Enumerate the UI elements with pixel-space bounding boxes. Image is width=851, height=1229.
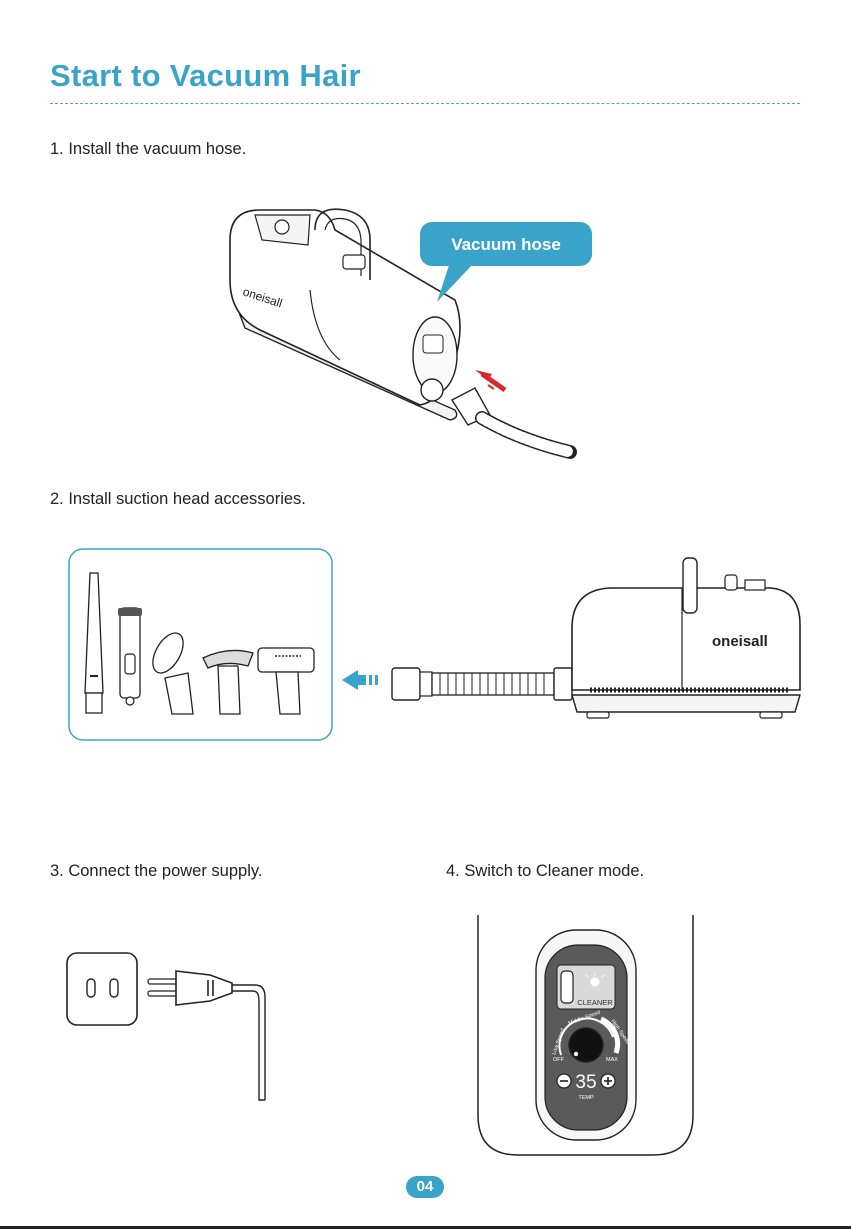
red-arrow-icon: [475, 370, 505, 390]
power-plug-icon: [148, 971, 265, 1100]
title-divider: [50, 103, 800, 104]
speed-dial-knob[interactable]: [569, 1028, 603, 1062]
blue-arrow-icon: [340, 668, 385, 692]
step-4-text: 4. Switch to Cleaner mode.: [446, 862, 644, 881]
step-3-text: 3. Connect the power supply.: [50, 862, 263, 881]
page-number: 04: [406, 1176, 444, 1198]
callout-vacuum-hose: Vacuum hose: [415, 222, 595, 312]
temp-label: TEMP: [578, 1095, 594, 1101]
mode-label: CLEANER: [577, 998, 613, 1007]
figure-power-supply: [60, 945, 280, 1110]
max-label: MAX: [606, 1057, 618, 1063]
figure-hose-machine: oneisall: [390, 550, 805, 725]
figure-accessories: [68, 548, 333, 742]
temp-display: 35: [575, 1072, 596, 1093]
wall-socket-icon: [67, 953, 137, 1025]
figure-control-panel: CLEANER Low Speed Middle Speed High Spee…: [473, 915, 699, 1160]
callout-label: Vacuum hose: [451, 235, 561, 254]
figure2-brand: oneisall: [712, 633, 768, 650]
page-title: Start to Vacuum Hair: [50, 58, 361, 94]
step-2-text: 2. Install suction head accessories.: [50, 490, 306, 509]
step-1-text: 1. Install the vacuum hose.: [50, 140, 246, 159]
off-label: OFF: [553, 1057, 565, 1063]
flat-brush-tool: [118, 608, 142, 705]
